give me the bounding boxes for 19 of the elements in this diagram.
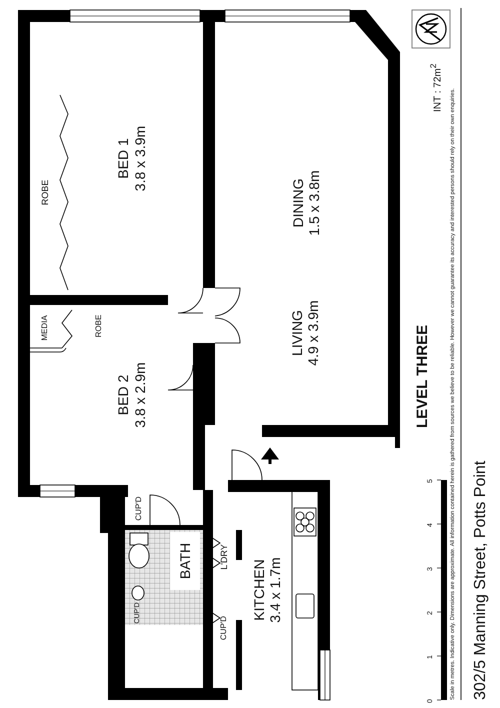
address-text: 302/5 Manning Street, Potts Point (472, 460, 490, 700)
room-dimensions: 1.5 x 3.8m (306, 170, 322, 236)
room-name: ROBE (40, 180, 50, 206)
room-name: CUP'D (219, 616, 229, 640)
room-name: MEDIA (40, 315, 50, 341)
room-dimensions: 4.9 x 3.9m (305, 300, 322, 366)
room-dimensions: 3.8 x 2.9m (132, 362, 148, 428)
room-name: LIVING (288, 310, 305, 356)
room-name: BATH (176, 542, 194, 580)
room-name: KITCHEN (250, 559, 267, 621)
plan-title: LEVEL THREE (414, 324, 431, 428)
room-name: ROBE (94, 314, 104, 338)
room-name: L'DRY (218, 544, 230, 570)
room-name: DINING (290, 178, 306, 228)
room-name: BED 1 (115, 138, 132, 179)
room-dimensions: 3.4 x 1.7m (267, 557, 284, 623)
room-name: CUP'D (134, 496, 144, 521)
room-name: BED 2 (115, 374, 132, 416)
room-dimensions: 3.8 x 3.9m (132, 126, 148, 192)
